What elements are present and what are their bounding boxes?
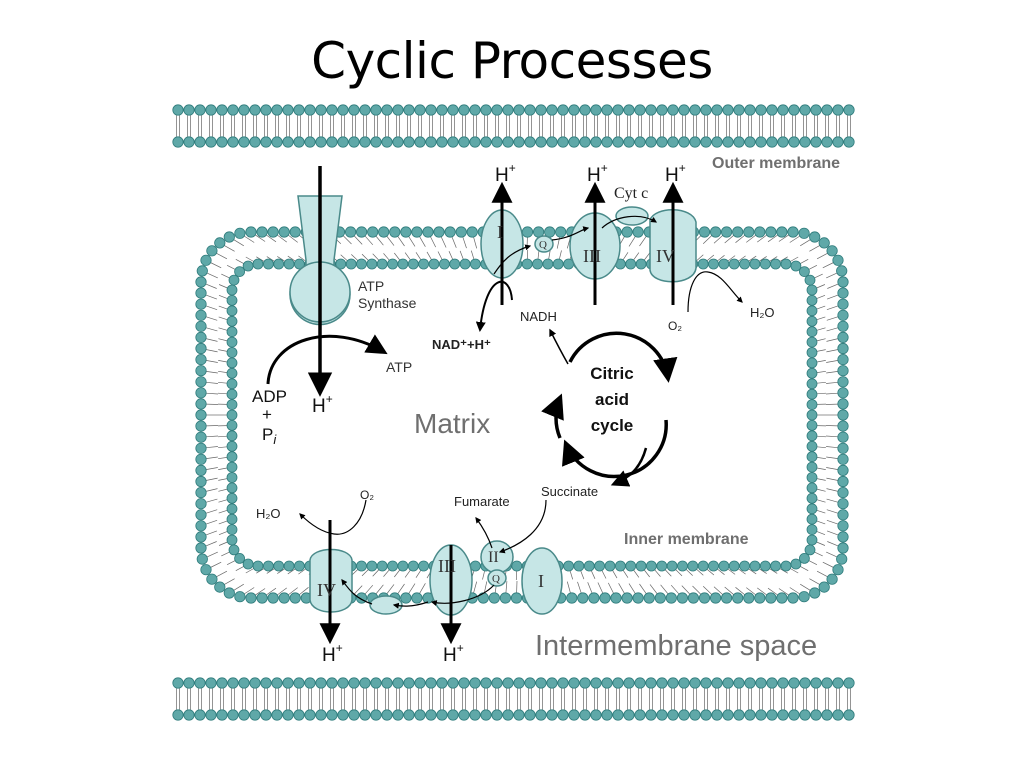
q-bottom-label: Q bbox=[492, 573, 500, 585]
top-proton-3: H+ bbox=[665, 161, 686, 186]
pi-sub: i bbox=[273, 432, 277, 447]
complex-iii-top-label: III bbox=[583, 246, 601, 266]
pi-base: P bbox=[262, 425, 273, 444]
top-proton-1-h: H bbox=[495, 165, 509, 186]
outer-membrane-top bbox=[172, 104, 855, 148]
atp-synthase-label-2: Synthase bbox=[358, 295, 417, 311]
q-top-label: Q bbox=[539, 239, 547, 251]
atp-synthase-proton-charge: + bbox=[326, 392, 333, 406]
bottom-proton-2-charge: + bbox=[457, 641, 464, 655]
inner-membrane-label: Inner membrane bbox=[624, 531, 749, 548]
matrix-label: Matrix bbox=[414, 408, 490, 439]
atp-label: ATP bbox=[386, 359, 412, 375]
complex-iv-top-label: IV bbox=[656, 246, 675, 266]
atp-synthase-proton-h: H bbox=[312, 396, 326, 417]
atp-synthase bbox=[266, 166, 388, 397]
top-proton-2: H+ bbox=[587, 161, 608, 186]
top-proton-1-charge: + bbox=[509, 161, 516, 175]
bottom-h2o-label: H₂O bbox=[256, 506, 281, 521]
citric-acid-cycle bbox=[541, 328, 678, 487]
plus-label: + bbox=[262, 405, 272, 424]
nad-label: NAD⁺+H⁺ bbox=[432, 337, 491, 352]
bottom-proton-1: H+ bbox=[322, 641, 343, 666]
complex-i-bottom-label: I bbox=[538, 571, 544, 591]
bottom-electron-transport-chain bbox=[299, 499, 563, 645]
top-proton-2-charge: + bbox=[601, 161, 608, 175]
slide-title: Cyclic Processes bbox=[311, 32, 713, 90]
complex-iii-bottom-label: III bbox=[438, 556, 456, 576]
adp-label: ADP bbox=[252, 387, 287, 406]
citric-label-2: acid bbox=[595, 390, 629, 409]
cyt-c-label: Cyt c bbox=[614, 185, 648, 202]
pi-label: Pi bbox=[262, 425, 277, 447]
bottom-proton-1-charge: + bbox=[336, 641, 343, 655]
bottom-proton-1-h: H bbox=[322, 645, 336, 666]
top-proton-3-h: H bbox=[665, 165, 679, 186]
bottom-proton-2-h: H bbox=[443, 645, 457, 666]
top-proton-3-charge: + bbox=[679, 161, 686, 175]
fumarate-label: Fumarate bbox=[454, 494, 510, 509]
outer-membrane-label: Outer membrane bbox=[712, 155, 840, 172]
citric-label-1: Citric bbox=[590, 364, 633, 383]
nadh-label: NADH bbox=[520, 309, 557, 324]
complex-ii-label: II bbox=[488, 549, 499, 566]
citric-label-3: cycle bbox=[591, 416, 634, 435]
succinate-label: Succinate bbox=[541, 484, 598, 499]
bottom-proton-2: H+ bbox=[443, 641, 464, 666]
top-electron-transport-chain bbox=[475, 181, 743, 332]
atp-synthase-proton: H+ bbox=[312, 392, 333, 417]
atp-synthase-label-1: ATP bbox=[358, 278, 384, 294]
complex-iv-bottom-label: IV bbox=[317, 580, 336, 600]
top-o2-label: O₂ bbox=[668, 319, 682, 333]
intermembrane-space-label: Intermembrane space bbox=[535, 630, 817, 662]
complex-i-top-label: I bbox=[497, 222, 503, 242]
top-proton-2-h: H bbox=[587, 165, 601, 186]
top-h2o-label: H₂O bbox=[750, 305, 775, 320]
outer-membrane-bottom bbox=[172, 677, 855, 721]
top-proton-1: H+ bbox=[495, 161, 516, 186]
bottom-o2-label: O₂ bbox=[360, 488, 374, 502]
